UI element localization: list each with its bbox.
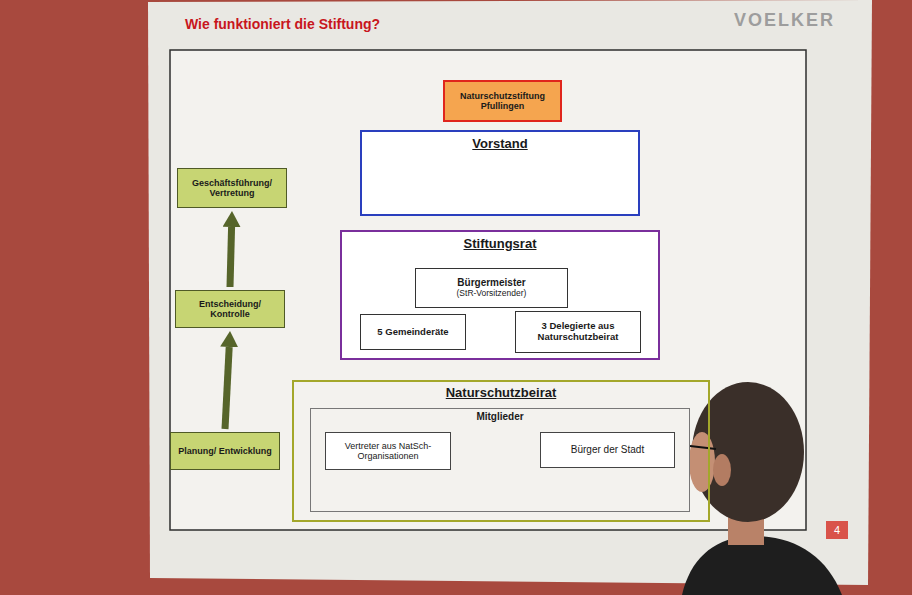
- flow-arrow: [225, 347, 229, 429]
- box-text: 3 Delegierte aus Naturschutzbeirat: [520, 321, 636, 343]
- member-box: Vertreter aus NatSch-Organisationen: [325, 432, 451, 470]
- box-text: Naturschutzstiftung Pfullingen: [449, 91, 556, 112]
- level-box: Geschäftsführung/ Vertretung: [177, 168, 287, 208]
- box-heading: Stiftungsrat: [464, 237, 537, 252]
- box-text: 5 Gemeinderäte: [377, 327, 448, 338]
- member-box: Bürger der Stadt: [540, 432, 675, 468]
- outer-frame: [170, 50, 806, 530]
- box-text: Bürger der Stadt: [571, 444, 644, 456]
- member-box: 3 Delegierte aus Naturschutzbeirat: [515, 311, 641, 353]
- member-box: 5 Gemeinderäte: [360, 314, 466, 350]
- presenter-glasses: [690, 446, 716, 449]
- presenter-ear: [713, 454, 731, 486]
- flow-arrow: [230, 227, 232, 287]
- box-text: Bürgermeister: [457, 277, 525, 289]
- box-text: Geschäftsführung/ Vertretung: [182, 178, 282, 199]
- advisory-box: NaturschutzbeiratMitgliederVertreter aus…: [292, 380, 710, 522]
- presenter-face: [689, 432, 715, 492]
- council-box: StiftungsratBürgermeister(StR-Vorsitzend…: [340, 230, 660, 360]
- box-text: (StR-Vorsitzender): [457, 289, 527, 299]
- presenter-figure: [682, 382, 842, 595]
- projected-slide: [148, 0, 872, 585]
- page-number: 4: [826, 521, 848, 539]
- box-heading: Mitglieder: [476, 411, 523, 423]
- box-text: Vertreter aus NatSch-Organisationen: [330, 441, 446, 462]
- level-box: Entscheidung/ Kontrolle: [175, 290, 285, 328]
- level-box: Planung/ Entwicklung: [170, 432, 280, 470]
- box-text: Entscheidung/ Kontrolle: [180, 299, 280, 320]
- board-box: Vorstand: [360, 130, 640, 216]
- members-box: MitgliederVertreter aus NatSch-Organisat…: [310, 408, 690, 512]
- foundation-box: Naturschutzstiftung Pfullingen: [443, 80, 562, 122]
- box-heading: Naturschutzbeirat: [446, 386, 557, 401]
- member-box: Bürgermeister(StR-Vorsitzender): [415, 268, 568, 308]
- box-heading: Vorstand: [472, 137, 527, 152]
- box-text: Planung/ Entwicklung: [178, 446, 272, 456]
- slide-title: Wie funktioniert die Stiftung?: [185, 16, 380, 32]
- company-logo: VOELKER: [734, 10, 835, 31]
